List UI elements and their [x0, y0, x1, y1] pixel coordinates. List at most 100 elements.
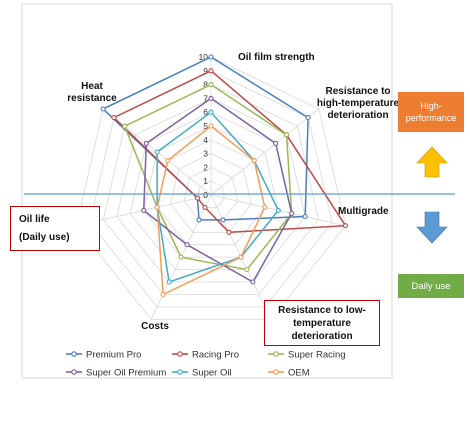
legend-item: Racing Pro [172, 350, 239, 361]
data-point [251, 158, 257, 164]
legend-marker [273, 351, 279, 357]
data-point [275, 207, 281, 213]
tick-label: 8 [203, 80, 208, 90]
low-temperature-text: Resistance to low-temperature deteriorat… [278, 304, 366, 342]
oil-life-line1: Oil life [19, 214, 50, 226]
tick-label: 3 [203, 149, 208, 159]
tick-label: 7 [203, 93, 208, 103]
data-point [289, 210, 295, 216]
series-line [142, 97, 293, 284]
legend-label: Racing Pro [192, 350, 239, 361]
legend-label: Premium Pro [86, 350, 141, 361]
data-point [178, 254, 184, 260]
legend-marker [177, 351, 183, 357]
tick-label: 6 [203, 107, 208, 117]
oil-life-callout: Oil life (Daily use) [10, 206, 100, 251]
legend-label: Super Oil Premium [86, 368, 166, 379]
series-premium-pro [100, 54, 311, 223]
legend-item: Super Oil Premium [66, 368, 166, 379]
data-point [143, 140, 149, 146]
data-point [262, 204, 268, 210]
legend-label: Super Oil [192, 368, 232, 379]
series-oem [154, 123, 268, 298]
high-performance-box: High-performance [398, 92, 464, 132]
legend-label: OEM [288, 368, 310, 379]
grid-ring [102, 84, 320, 295]
data-point [244, 267, 250, 273]
grid-ring [197, 180, 225, 208]
data-point [226, 229, 232, 235]
legend-label: Super Racing [288, 350, 346, 361]
tick-label: 1 [203, 176, 208, 186]
grid-ring [143, 125, 279, 258]
legend-item: OEM [268, 368, 310, 379]
grid-ring [76, 56, 346, 320]
arrow-down-icon [416, 211, 448, 244]
tick-label: 4 [203, 135, 208, 145]
high-performance-label: High-performance [405, 101, 457, 123]
series-line [112, 69, 347, 234]
axis-label: Oil film strength [238, 52, 315, 63]
tick-label: 5 [203, 121, 208, 131]
legend-item: Super Oil [172, 368, 232, 379]
series-line [156, 111, 280, 284]
data-point [208, 82, 214, 88]
radar-grid [76, 56, 346, 320]
series-lines [100, 54, 349, 298]
data-point [238, 254, 244, 260]
series-racing-pro [111, 68, 349, 235]
legend-marker [71, 351, 77, 357]
data-point [208, 95, 214, 101]
data-point [160, 291, 166, 298]
data-point [165, 158, 171, 164]
data-point [141, 207, 147, 213]
data-point [305, 115, 311, 121]
grid-ring [89, 70, 333, 308]
data-point [111, 115, 117, 121]
axis-label: Multigrade [338, 206, 389, 217]
data-point [196, 217, 202, 223]
grid-ring [170, 153, 252, 233]
series-super-oil-premium [141, 95, 295, 285]
data-point [208, 68, 214, 74]
data-point [122, 123, 128, 129]
data-point [100, 106, 106, 112]
axis-label: Costs [141, 321, 169, 332]
tick-label: 9 [203, 66, 208, 76]
data-point [208, 109, 214, 115]
series-line [156, 125, 266, 296]
data-point [154, 204, 160, 210]
data-point [250, 279, 256, 285]
data-point [342, 223, 349, 229]
data-point [184, 242, 190, 248]
data-point [202, 204, 208, 210]
data-point [166, 279, 172, 285]
low-temperature-callout: Resistance to low-temperature deteriorat… [264, 300, 380, 346]
arrow-up-icon [416, 146, 448, 178]
grid-ring [116, 97, 306, 283]
data-point [154, 149, 160, 155]
grid-spoke [210, 108, 320, 196]
data-point [220, 217, 226, 223]
tick-label: 10 [199, 52, 209, 62]
data-point [208, 54, 214, 60]
tick-label: 0 [203, 190, 208, 200]
data-point [208, 123, 214, 129]
legend-marker [71, 369, 77, 375]
data-point [273, 140, 279, 146]
oil-life-line2: (Daily use) [19, 231, 70, 243]
data-point [302, 213, 308, 220]
data-point [283, 132, 290, 138]
legend-marker [177, 369, 183, 375]
legend-marker [273, 369, 279, 375]
data-point [194, 195, 201, 201]
series-line [101, 56, 309, 221]
daily-use-box: Daily use [398, 274, 464, 298]
legend-item: Premium Pro [66, 350, 141, 361]
